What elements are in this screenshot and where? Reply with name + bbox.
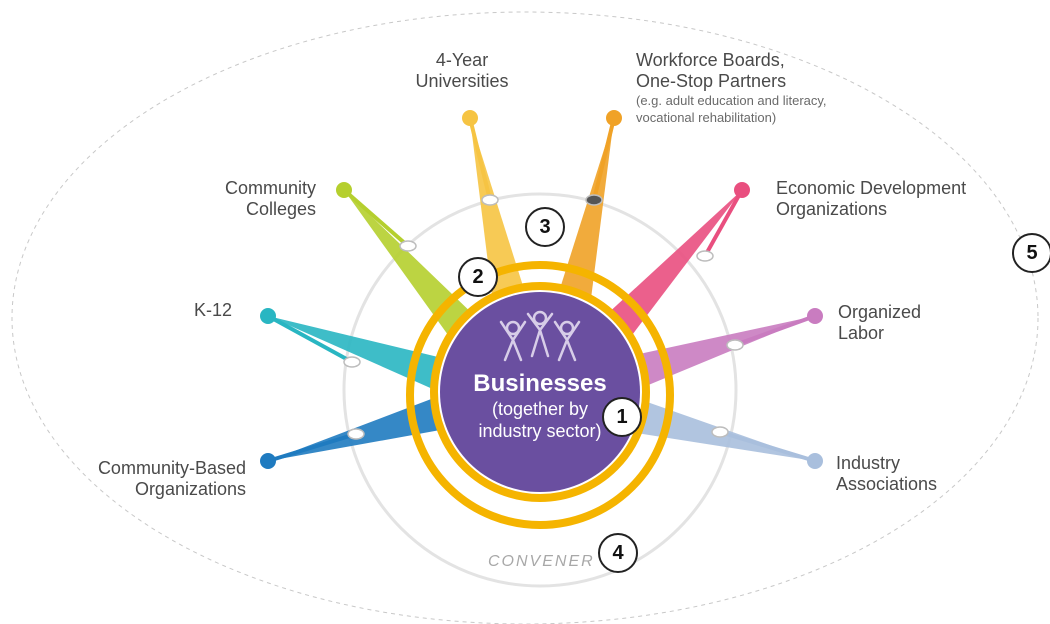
spoke-line bbox=[468, 117, 492, 201]
outer-boundary-ellipse bbox=[11, 11, 1039, 624]
label-line1: K-12 bbox=[193, 300, 232, 320]
spoke-line bbox=[592, 117, 616, 201]
spoke-end-dot bbox=[807, 453, 823, 469]
ring-connector bbox=[696, 250, 714, 262]
label-organized-labor: Organized Labor bbox=[838, 302, 921, 344]
ring-connector bbox=[399, 240, 417, 252]
marker-3: 3 bbox=[525, 207, 565, 247]
spoke-organized-labor bbox=[636, 308, 823, 387]
hub-outer-gold-ring bbox=[406, 261, 674, 529]
label-line1: Organized bbox=[838, 302, 922, 322]
ring-connector bbox=[347, 428, 365, 440]
spoke-k12 bbox=[260, 308, 442, 391]
spoke-wedge bbox=[470, 118, 525, 300]
label-workforce-boards: Workforce Boards, One-Stop Partners (e.g… bbox=[636, 50, 827, 126]
spoke-end-dot bbox=[260, 453, 276, 469]
hub-circle bbox=[440, 292, 640, 492]
marker-4: 4 bbox=[598, 533, 638, 573]
spoke-economic-development bbox=[608, 182, 750, 339]
spoke-line bbox=[703, 189, 744, 257]
label-line2: Labor bbox=[838, 323, 885, 343]
spoke-4-year-universities bbox=[462, 110, 525, 300]
spoke-end-dot bbox=[807, 308, 823, 324]
spoke-end-dot bbox=[606, 110, 622, 126]
label-line2: Universities bbox=[415, 71, 509, 91]
ring-connector bbox=[481, 194, 499, 206]
hub-title: Businesses bbox=[473, 370, 607, 397]
people-icon bbox=[499, 310, 581, 362]
label-line1: Economic Development bbox=[776, 178, 967, 198]
spoke-line bbox=[342, 188, 410, 248]
spoke-line bbox=[267, 314, 353, 364]
spoke-line bbox=[719, 430, 816, 463]
label-line2: Organizations bbox=[134, 479, 246, 499]
ring-connector bbox=[711, 426, 729, 438]
spoke-wedge bbox=[344, 190, 472, 339]
label-line1: 4-Year bbox=[435, 50, 489, 70]
convener-ring bbox=[342, 192, 738, 588]
marker-1: 1 bbox=[602, 397, 642, 437]
label-line2: Associations bbox=[836, 474, 938, 494]
spoke-wedge bbox=[608, 190, 742, 339]
stakeholder-spokes bbox=[260, 110, 823, 469]
spoke-industry-associations bbox=[635, 400, 823, 469]
label-economic-development: Economic Development Organizations bbox=[776, 178, 966, 220]
label-community-colleges: Community Colleges bbox=[196, 178, 316, 220]
marker-5: 5 bbox=[1012, 233, 1050, 273]
label-note2: vocational rehabilitation) bbox=[636, 110, 777, 125]
label-line2: Colleges bbox=[245, 199, 316, 219]
hub-subtitle-line1: (together by bbox=[491, 399, 589, 419]
hub-inner-gold-ring bbox=[430, 282, 650, 502]
hub-subtitle-line2: industry sector) bbox=[478, 421, 602, 441]
spoke-community-based-organizations bbox=[260, 397, 444, 469]
spoke-end-dot bbox=[336, 182, 352, 198]
spoke-community-colleges bbox=[336, 182, 472, 339]
ring-connector bbox=[726, 339, 744, 351]
spoke-wedge bbox=[559, 118, 614, 302]
label-line1: Industry bbox=[836, 453, 901, 473]
spoke-end-dot bbox=[734, 182, 750, 198]
ring-connector bbox=[343, 356, 361, 368]
convener-label: CONVENER bbox=[488, 553, 595, 570]
label-4-year-universities: 4-Year Universities bbox=[404, 50, 520, 92]
ring-connector bbox=[585, 194, 603, 206]
label-line1: Workforce Boards, bbox=[636, 50, 785, 70]
spoke-line bbox=[734, 314, 816, 347]
label-industry-associations: Industry Associations bbox=[836, 453, 937, 495]
label-note1: (e.g. adult education and literacy, bbox=[636, 93, 827, 108]
label-line1: Community bbox=[224, 178, 316, 198]
spoke-end-dot bbox=[260, 308, 276, 324]
spoke-end-dot bbox=[462, 110, 478, 126]
marker-2: 2 bbox=[458, 257, 498, 297]
label-community-based-organizations: Community-Based Organizations bbox=[70, 458, 246, 500]
spoke-workforce-boards bbox=[559, 110, 622, 302]
label-k12: K-12 bbox=[168, 300, 232, 321]
label-line2: One-Stop Partners bbox=[636, 71, 787, 91]
spoke-wedge bbox=[268, 316, 442, 391]
spoke-line bbox=[267, 432, 357, 463]
label-line1: Community-Based bbox=[97, 458, 246, 478]
hub-label: Businesses (together by industry sector) bbox=[440, 370, 640, 442]
label-line2: Organizations bbox=[776, 199, 888, 219]
